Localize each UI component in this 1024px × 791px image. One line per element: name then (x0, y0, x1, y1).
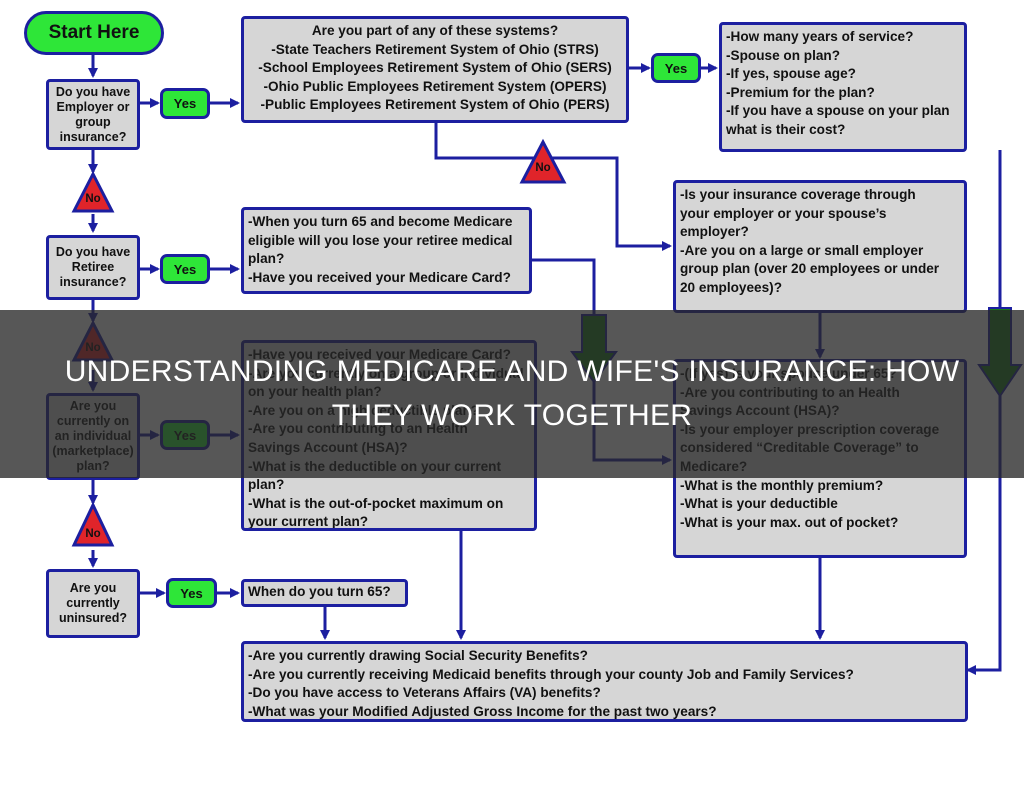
text-line: Do you have (55, 84, 131, 99)
text-line: eligible will you lose your retiree medi… (248, 232, 513, 248)
headline-line-1: UNDERSTANDING MEDICARE AND WIFE'S INSURA… (64, 355, 960, 388)
yes-label-2: Yes (160, 254, 210, 284)
text-line: -What is the out-of-pocket maximum on (248, 495, 504, 511)
text-line: your employer or your spouse’s (680, 205, 887, 221)
headline-line-2: THEY WORK TOGETHER (331, 399, 693, 432)
text-line: -Are you currently receiving Medicaid be… (248, 666, 854, 682)
no-label-3: No (85, 528, 101, 540)
text-line: Employer or (56, 99, 130, 114)
text-line: insurance? (59, 275, 127, 289)
text-line: -School Employees Retirement System of O… (258, 60, 612, 76)
no-triangle-3 (71, 501, 115, 547)
yes-label-5: Yes (651, 53, 701, 83)
text-line: Are you part of any of these systems? (311, 23, 559, 38)
text-line: -When you turn 65 and become Medicare (248, 214, 513, 229)
no-label-4: No (535, 162, 551, 174)
text-line: -State Teachers Retirement System of Ohi… (271, 41, 599, 57)
no-triangle-1 (71, 170, 115, 213)
text-line: employer? (680, 224, 749, 240)
text-line: -What was your Modified Adjusted Gross I… (248, 703, 717, 719)
text-line: -Spouse on plan? (726, 47, 841, 63)
text-line: uninsured? (58, 611, 128, 625)
text-line: plan? (248, 477, 285, 493)
text-line: what is their cost? (726, 121, 846, 137)
box-retirement-systems: Are you part of any of these systems? -St… (241, 16, 629, 123)
text-line: Are you (69, 581, 117, 595)
text-line: When do you turn 65? (248, 584, 391, 599)
text-line: group plan (over 20 employees or under (680, 261, 940, 277)
text-line: -What is your deductible (680, 496, 838, 512)
text-line: -What is the monthly premium? (680, 477, 884, 493)
text-line: -Are you currently drawing Social Securi… (248, 648, 588, 663)
arrow-systems-to-employer (434, 123, 672, 251)
box-employer-coverage: -Is your insurance coverage through your … (673, 180, 967, 313)
text-line: plan? (248, 251, 285, 267)
no-triangle-4 (519, 138, 567, 184)
text-line: group (75, 114, 111, 129)
box-years-of-service: -How many years of service? -Spouse on pl… (719, 22, 967, 152)
no-label-1: No (85, 193, 101, 205)
text-line: -Have you received your Medicare Card? (248, 269, 511, 285)
yes-label-1: Yes (160, 88, 210, 119)
yes-label-4: Yes (166, 578, 217, 608)
article-headline: UNDERSTANDING MEDICARE AND WIFE'S INSURA… (0, 350, 1024, 438)
text-line: Retiree (71, 260, 115, 274)
text-line: -Are you on a large or small employer (680, 242, 924, 258)
text-line: -Premium for the plan? (726, 84, 875, 100)
text-line: -Is your insurance coverage through (680, 187, 916, 202)
box-retiree-medicare: -When you turn 65 and become Medicare eli… (241, 207, 532, 294)
text-line: 20 employees)? (680, 279, 782, 295)
text-line: insurance? (59, 129, 127, 144)
text-line: Do you have (55, 245, 131, 259)
title-overlay-band (0, 310, 1024, 478)
text-line: -How many years of service? (726, 29, 914, 44)
start-here-node: Start Here (24, 11, 164, 55)
text-line: -Do you have access to Veterans Affairs … (248, 685, 601, 701)
text-line: currently (66, 596, 120, 610)
text-line: -If you have a spouse on your plan (726, 103, 950, 119)
text-line: -If yes, spouse age? (726, 66, 856, 82)
box-benefits: -Are you currently drawing Social Securi… (241, 641, 968, 722)
box-turn-65: When do you turn 65? (241, 579, 408, 607)
text-line: -Ohio Public Employees Retirement System… (263, 78, 607, 94)
text-line: -What is your max. out of pocket? (680, 514, 899, 530)
text-line: your current plan? (248, 514, 369, 530)
text-line: -Public Employees Retirement System of O… (260, 97, 610, 113)
